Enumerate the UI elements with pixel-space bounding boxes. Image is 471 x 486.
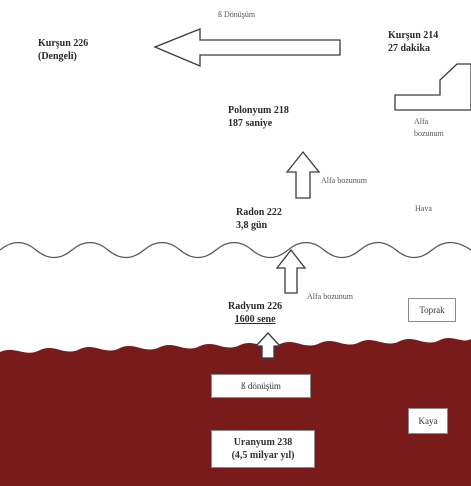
alpha-right-word1: Alfa xyxy=(414,117,429,126)
up-arrow-uranium-radium xyxy=(254,332,282,359)
radium-name: Radyum 226 xyxy=(228,301,283,312)
lead-226-note: (Dengeli) xyxy=(38,51,77,62)
radon-label: Radon 222 3,8 gün xyxy=(236,206,282,232)
uranium-name: Uranyum 238 xyxy=(233,437,293,448)
radium-halflife: 1600 sene xyxy=(234,314,276,325)
alpha-decay-label-2: Alfa bozunum xyxy=(307,292,353,301)
alpha-decay-label-1: Alfa bozunum xyxy=(321,176,367,185)
radon-name: Radon 222 xyxy=(236,207,282,218)
up-arrow-radon-polonium xyxy=(285,150,321,199)
radon-halflife: 3,8 gün xyxy=(236,220,268,231)
up-arrow-lead214 xyxy=(394,63,471,111)
alpha-decay-right-label: Alfa bozunum xyxy=(414,116,444,140)
ground-surface-line xyxy=(0,241,471,259)
uranium-box: Uranyum 238 (4,5 milyar yıl) xyxy=(211,430,315,468)
soil-box: Toprak xyxy=(408,298,456,322)
lead-226-label: Kurşun 226 (Dengeli) xyxy=(38,37,88,63)
up-arrow-radium-radon xyxy=(275,248,307,294)
lead-214-label: Kurşun 214 27 dakika xyxy=(388,29,438,55)
radium-label: Radyum 226 1600 sene xyxy=(228,300,282,326)
lead-214-name: Kurşun 214 xyxy=(388,30,439,41)
air-label: Hava xyxy=(415,204,432,213)
lead-226-name: Kurşun 226 xyxy=(38,38,89,49)
rock-layer xyxy=(0,338,471,486)
polonium-label: Polonyum 218 187 saniye xyxy=(228,104,289,130)
alpha-right-word2: bozunum xyxy=(414,129,444,138)
left-arrow xyxy=(153,28,341,67)
lead-214-halflife: 27 dakika xyxy=(388,43,430,54)
uranium-halflife: (4,5 milyar yıl) xyxy=(231,450,295,461)
beta-decay-box: ß dönüşüm xyxy=(211,374,311,398)
polonium-halflife: 187 saniye xyxy=(228,118,273,129)
polonium-name: Polonyum 218 xyxy=(228,105,289,116)
beta-decay-top-label: ß Dönüşüm xyxy=(218,10,256,19)
rock-box: Kaya xyxy=(408,408,448,434)
